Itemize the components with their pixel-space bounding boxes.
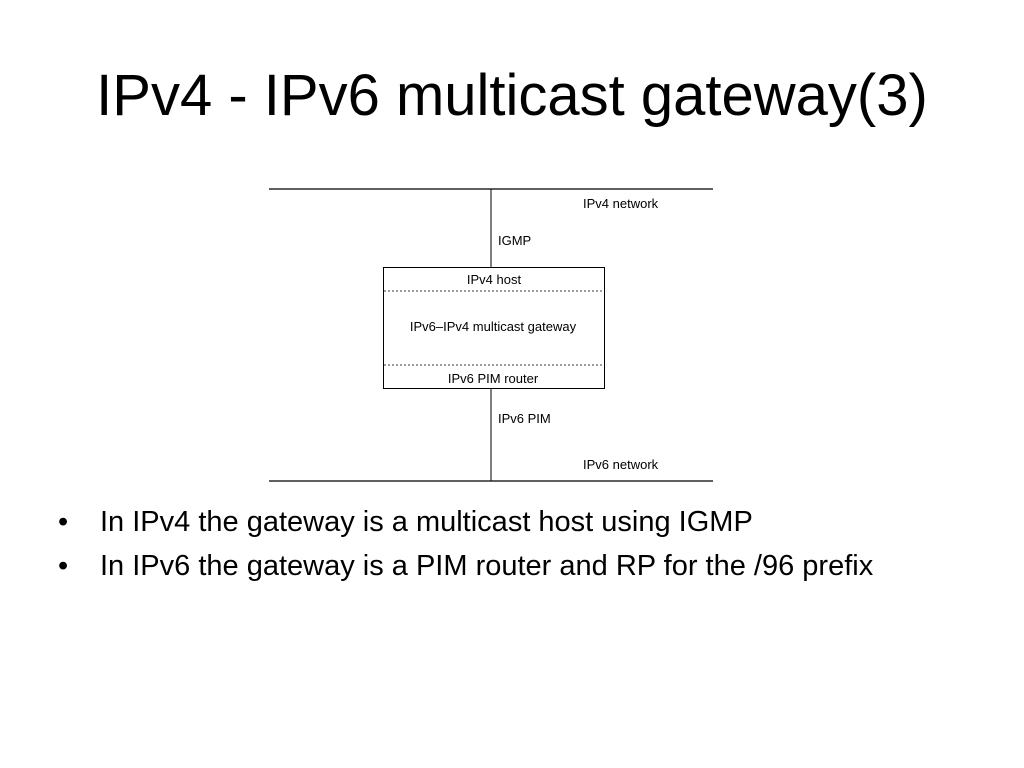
bullet-item: • In IPv4 the gateway is a multicast hos… xyxy=(56,503,956,541)
gateway-box xyxy=(383,267,605,389)
ipv6-network-label: IPv6 network xyxy=(583,457,659,472)
bullet-list: • In IPv4 the gateway is a multicast hos… xyxy=(56,503,956,591)
bullet-marker: • xyxy=(58,550,69,582)
bullet-marker: • xyxy=(58,506,69,538)
bullet-item: • In IPv6 the gateway is a PIM router an… xyxy=(56,547,956,585)
ipv6-pim-label: IPv6 PIM xyxy=(498,411,551,426)
multicast-gateway-label: IPv6–IPv4 multicast gateway xyxy=(410,319,577,334)
slide-title: IPv4 - IPv6 multicast gateway(3) xyxy=(96,63,928,128)
ipv4-network-label: IPv4 network xyxy=(583,196,659,211)
igmp-label: IGMP xyxy=(498,233,531,248)
bullet-text: In IPv4 the gateway is a multicast host … xyxy=(100,506,753,538)
ipv4-host-label: IPv4 host xyxy=(467,272,522,287)
bullet-text: In IPv6 the gateway is a PIM router and … xyxy=(100,550,874,582)
ipv6-pim-router-label: IPv6 PIM router xyxy=(448,371,539,386)
